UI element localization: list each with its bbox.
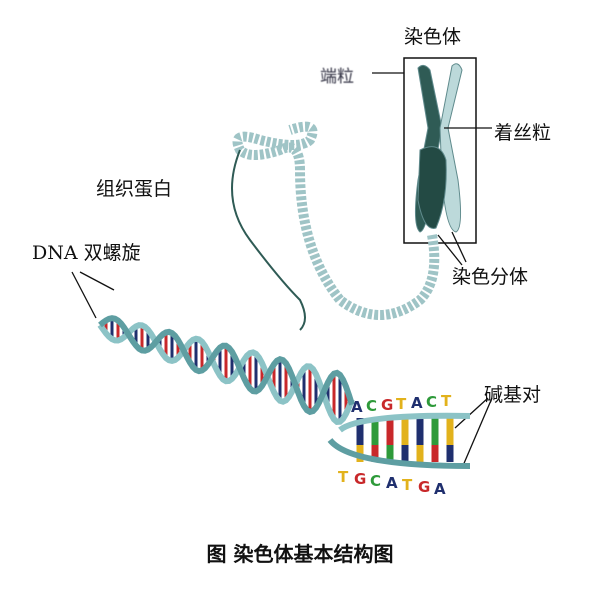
- backbone-strand: [338, 412, 471, 433]
- label-base-pair: 碱基对: [484, 384, 542, 406]
- base-letter: G: [381, 396, 394, 414]
- base-letter: C: [426, 393, 438, 411]
- label-telomere: 端粒: [320, 67, 354, 87]
- base-letter: C: [370, 472, 382, 490]
- base-letter: T: [402, 476, 413, 494]
- label-centromere: 着丝粒: [494, 122, 552, 144]
- base-letter: T: [338, 468, 349, 486]
- base-letter: C: [366, 397, 378, 415]
- chromosome-shape: [414, 63, 463, 233]
- base-letter: A: [434, 480, 446, 498]
- base-letter: T: [396, 395, 407, 413]
- leader-lines: [71, 72, 493, 469]
- base-letter: T: [441, 392, 452, 410]
- histone-strand: [231, 149, 306, 331]
- chromatin-fiber: [232, 121, 440, 320]
- backbone-strand: [97, 322, 355, 425]
- base-letter: A: [386, 474, 398, 492]
- figure-caption: 图 染色体基本结构图: [206, 542, 394, 566]
- base-letter: A: [351, 398, 363, 416]
- label-chromosome: 染色体: [404, 26, 462, 48]
- label-histone: 组织蛋白: [96, 178, 173, 200]
- base-letter: G: [354, 470, 367, 488]
- dna-helix: [97, 315, 471, 469]
- backbone-strand: [98, 315, 355, 416]
- base-letter: G: [418, 478, 431, 496]
- backbone-strand: [327, 437, 471, 469]
- base-letter: A: [411, 394, 423, 412]
- label-dna-helix: DNA 双螺旋: [32, 242, 141, 264]
- label-chromatid: 染色分体: [452, 266, 529, 288]
- chromosome-frame: [403, 57, 477, 244]
